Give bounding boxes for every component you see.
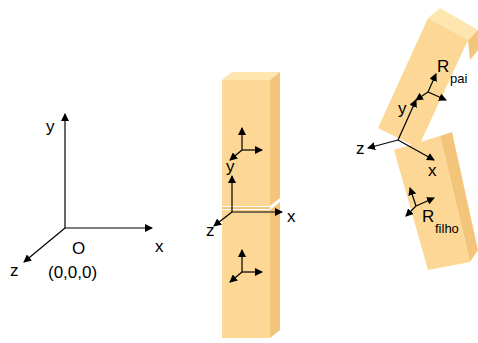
- axis-label: y: [46, 118, 55, 135]
- axis-label: y: [226, 158, 235, 175]
- frame-name: R: [422, 208, 434, 225]
- frame-axes: [214, 128, 282, 282]
- axis-label: y: [398, 100, 407, 117]
- straight-bars: [222, 72, 280, 338]
- frame-name: R: [437, 58, 449, 75]
- axis-label: x: [155, 238, 164, 255]
- world-axes: [24, 114, 152, 262]
- axis-label: x: [428, 162, 437, 179]
- coordinate-label: (0,0,0): [48, 264, 97, 281]
- bent-bars: [378, 8, 478, 270]
- axis-label: z: [206, 222, 215, 239]
- axis-label: z: [356, 140, 365, 157]
- axis-label: z: [10, 262, 19, 279]
- frame-subscript: filho: [435, 222, 459, 235]
- frame-axes: [368, 74, 446, 216]
- axis-label: x: [287, 208, 296, 225]
- frame-subscript: pai: [450, 72, 467, 85]
- origin-label: O: [72, 240, 85, 257]
